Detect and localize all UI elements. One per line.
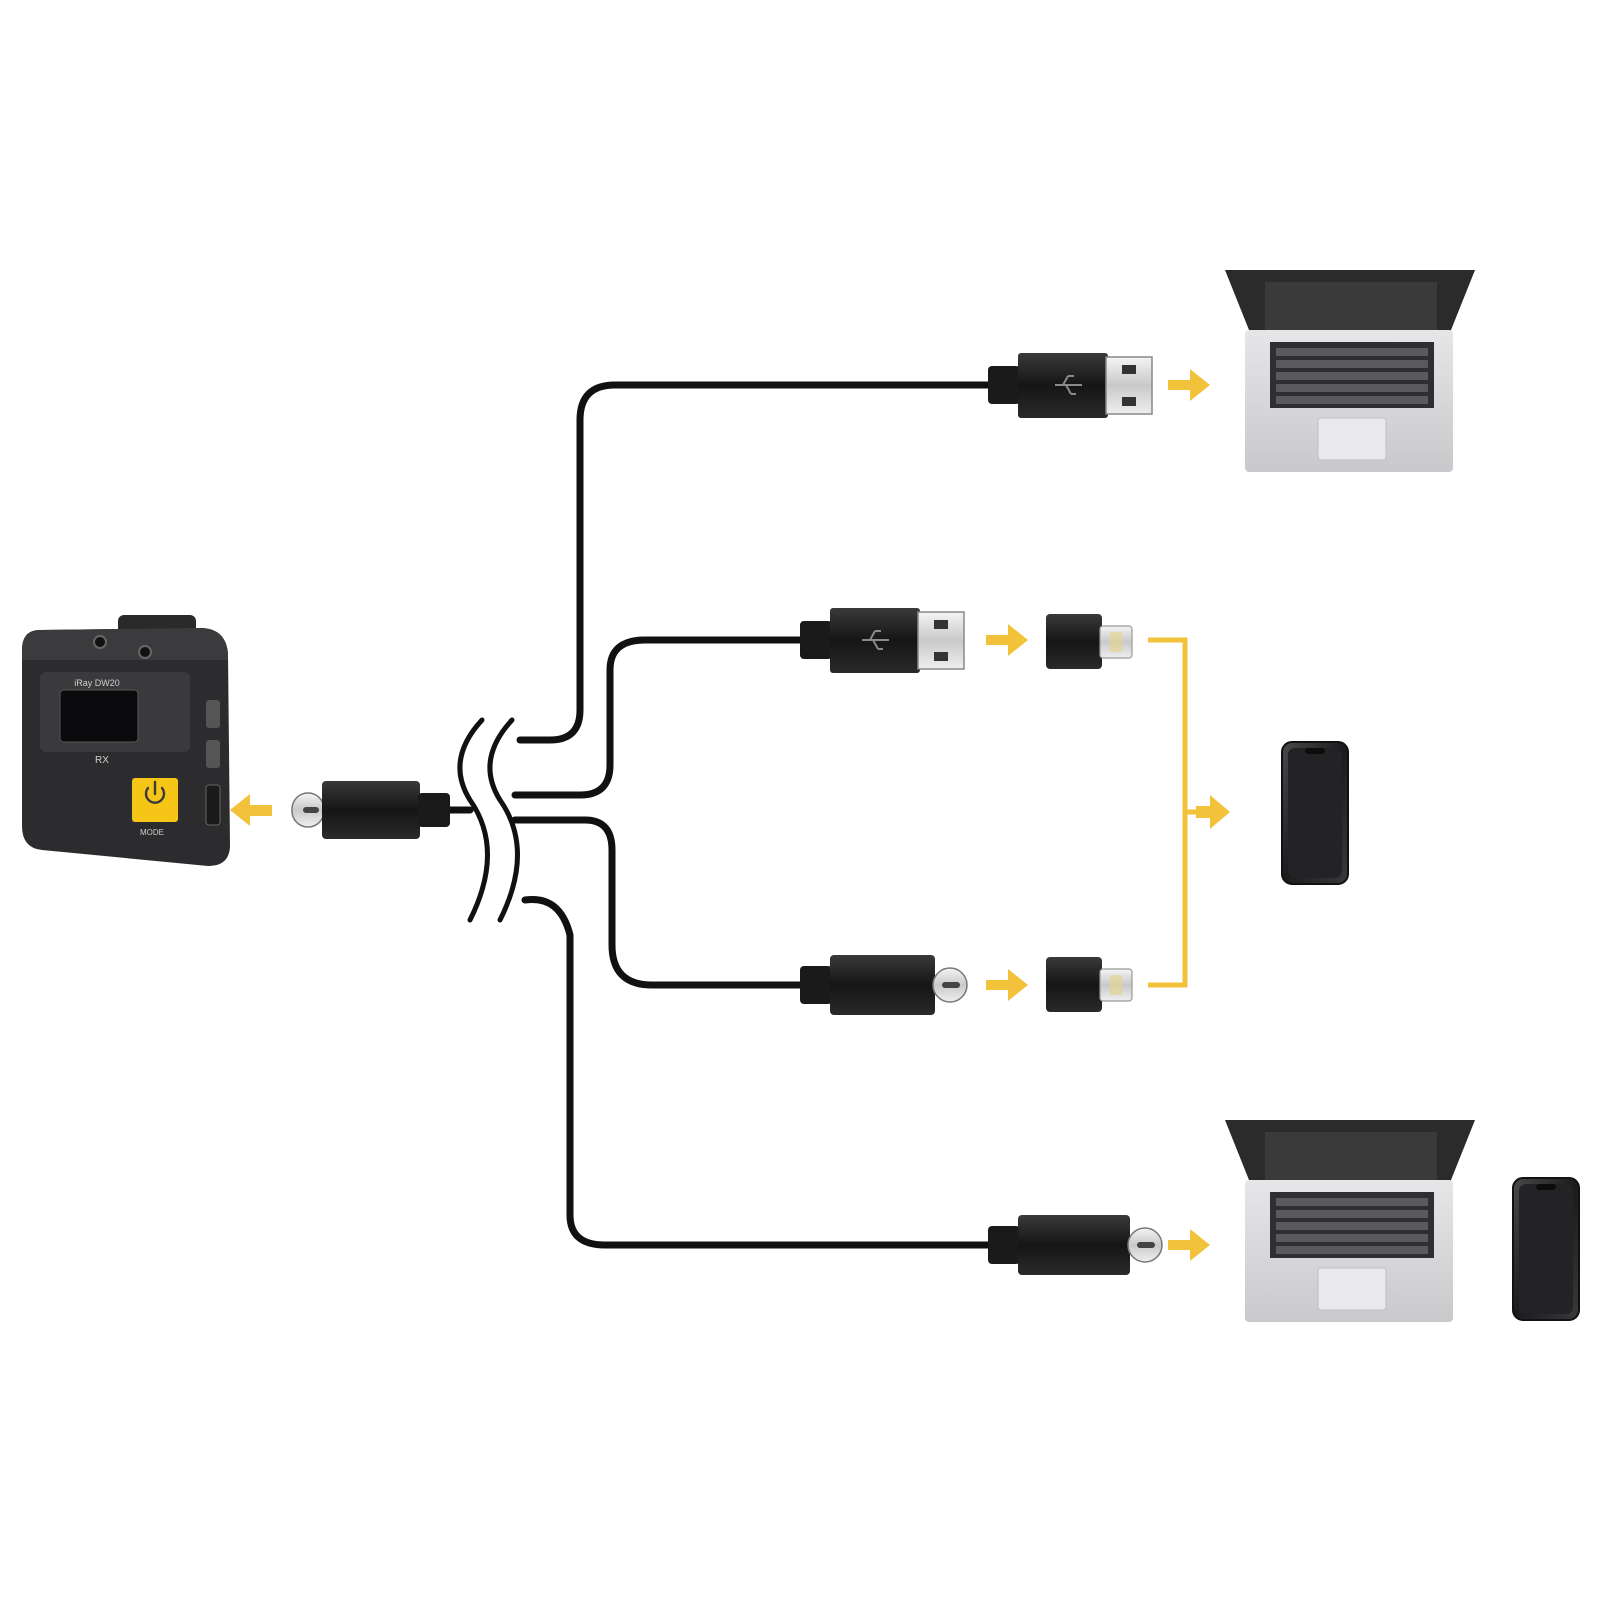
lightning-adapter-icon bbox=[1046, 614, 1133, 669]
laptop-icon bbox=[1225, 1120, 1475, 1322]
arrow-right-icon bbox=[1196, 795, 1230, 829]
lightning-adapter-icon bbox=[1046, 957, 1133, 1012]
usb-symbol-icon bbox=[1055, 375, 1082, 395]
usb-a-plug-lightning bbox=[800, 608, 965, 673]
phone-icon bbox=[1512, 1177, 1580, 1321]
arrow-right-icon bbox=[986, 969, 1028, 1001]
usb-symbol-icon bbox=[862, 630, 889, 650]
cable-branch-3 bbox=[511, 816, 819, 989]
usb-c-plug-input bbox=[291, 781, 450, 839]
receiver-device: iRay DW20 RX MODE bbox=[22, 615, 230, 866]
arrow-left-icon bbox=[230, 794, 272, 826]
arrow-right-icon bbox=[1168, 1229, 1210, 1261]
usb-c-plug-lightning bbox=[800, 955, 968, 1015]
arrow-right-icon bbox=[1168, 369, 1210, 401]
phone-icon bbox=[1281, 741, 1349, 885]
mode-button bbox=[132, 778, 178, 822]
mode-label: MODE bbox=[140, 828, 164, 837]
cable-branch-1 bbox=[516, 381, 1014, 744]
cable-branch-4 bbox=[521, 895, 1014, 1249]
receiver-unit-label: RX bbox=[95, 755, 109, 766]
usb-a-plug-laptop bbox=[988, 353, 1153, 418]
cable-branch-2 bbox=[511, 636, 824, 799]
arrow-right-icon bbox=[986, 624, 1028, 656]
usb-c-plug-laptop bbox=[988, 1215, 1163, 1275]
cables bbox=[416, 381, 1014, 1249]
laptop-icon bbox=[1225, 270, 1475, 472]
power-icon bbox=[144, 780, 166, 804]
receiver-brand-label: iRay DW20 bbox=[74, 678, 120, 688]
cable-break-symbol bbox=[457, 717, 520, 923]
